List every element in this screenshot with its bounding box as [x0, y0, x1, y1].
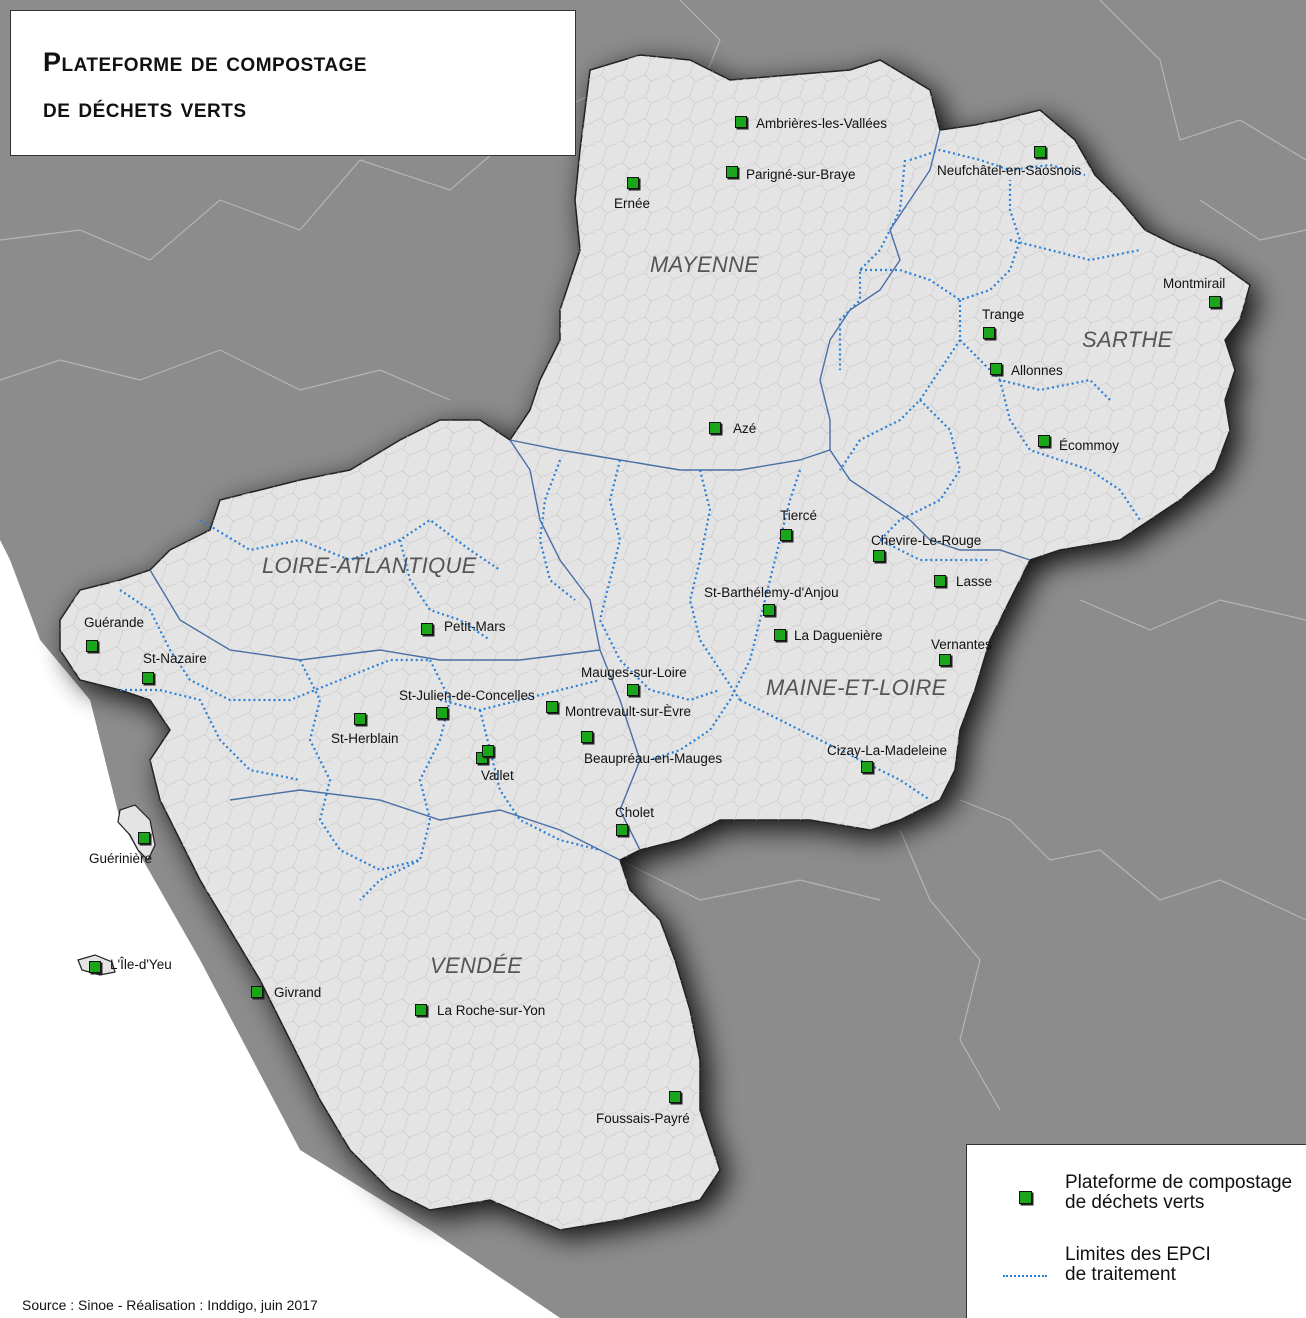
site-label: Écommoy	[1059, 438, 1120, 453]
legend-item-2-line1: Limites des EPCI	[1065, 1244, 1211, 1265]
site-marker[interactable]	[251, 986, 263, 998]
epci-limits	[119, 148, 1141, 901]
site-marker[interactable]	[616, 824, 628, 836]
source-credit: Source : Sinoe - Réalisation : Inddigo, …	[22, 1297, 318, 1313]
site-marker[interactable]	[138, 832, 150, 844]
site-marker[interactable]	[546, 701, 558, 713]
map-title-line1: Plateforme de compostage	[43, 47, 368, 77]
dept-label-mayenne: MAYENNE	[650, 252, 760, 277]
site-marker[interactable]	[873, 550, 885, 562]
site-marker[interactable]	[735, 116, 747, 128]
site-marker[interactable]	[1209, 296, 1221, 308]
site-marker[interactable]	[142, 672, 154, 684]
site-marker[interactable]	[780, 529, 792, 541]
site-marker[interactable]	[482, 745, 494, 757]
site-label: Ambrières-les-Vallées	[756, 116, 888, 131]
site-marker[interactable]	[1038, 435, 1050, 447]
site-label: Mauges-sur-Loire	[581, 665, 687, 680]
site-label: Montrevault-sur-Èvre	[565, 704, 692, 719]
site-label: Trange	[982, 307, 1025, 322]
site-label: Cholet	[615, 805, 655, 820]
site-marker[interactable]	[983, 327, 995, 339]
site-marker[interactable]	[763, 604, 775, 616]
site-label: Guérande	[84, 615, 145, 630]
site-label: Chevire-Le-Rouge	[871, 533, 982, 548]
site-marker[interactable]	[627, 684, 639, 696]
site-label: L'Île-d'Yeu	[110, 957, 172, 972]
site-label: Foussais-Payré	[596, 1111, 690, 1126]
site-marker[interactable]	[581, 731, 593, 743]
site-marker[interactable]	[354, 713, 366, 725]
sea-area	[0, 540, 560, 1318]
site-marker[interactable]	[421, 623, 433, 635]
site-label: La Daguenière	[794, 628, 883, 643]
site-label: Allonnes	[1011, 363, 1063, 378]
site-label: Guérinière	[89, 851, 153, 866]
site-label: St-Herblain	[331, 731, 399, 746]
site-marker[interactable]	[774, 629, 786, 641]
site-label: Cizay-La-Madeleine	[827, 743, 948, 758]
site-label: La Roche-sur-Yon	[437, 1003, 546, 1018]
site-marker[interactable]	[415, 1004, 427, 1016]
site-marker[interactable]	[726, 166, 738, 178]
site-marker[interactable]	[436, 707, 448, 719]
legend-item-2-line2: de traitement	[1065, 1264, 1176, 1285]
site-marker[interactable]	[934, 575, 946, 587]
site-marker[interactable]	[990, 363, 1002, 375]
island-noirmoutier	[117, 804, 156, 862]
site-label: Azé	[733, 421, 757, 436]
dept-label-vendee: VENDÉE	[430, 953, 523, 978]
site-marker[interactable]	[86, 640, 98, 652]
site-label: Givrand	[274, 985, 322, 1000]
legend-box: Plateforme de compostage de déchets vert…	[966, 1144, 1306, 1318]
legend-marker-icon	[1019, 1191, 1032, 1204]
site-label: Neufchâtel-en-Saosnois	[937, 163, 1082, 178]
site-label: Vallet	[481, 768, 514, 783]
site-label: Vernantes	[931, 637, 992, 652]
legend-epci-line-icon	[1003, 1275, 1047, 1277]
site-marker[interactable]	[861, 761, 873, 773]
site-marker[interactable]	[939, 654, 951, 666]
site-label: Tiercé	[780, 508, 818, 523]
site-marker[interactable]	[1034, 146, 1046, 158]
legend-item-1-line2: de déchets verts	[1065, 1192, 1205, 1213]
site-marker[interactable]	[627, 177, 639, 189]
site-label: Lasse	[956, 574, 993, 589]
site-label: St-Barthélemy-d'Anjou	[704, 585, 839, 600]
site-marker[interactable]	[89, 961, 101, 973]
site-label: St-Nazaire	[143, 651, 207, 666]
map-title-line2: de déchets verts	[43, 93, 247, 123]
dept-label-loire-atlantique: LOIRE-ATLANTIQUE	[262, 553, 477, 578]
dept-label-sarthe: SARTHE	[1082, 327, 1173, 352]
site-label: Beaupréau-en-Mauges	[584, 751, 723, 766]
site-label: St-Julien-de-Concelles	[399, 688, 535, 703]
site-label: Ernée	[614, 196, 651, 211]
site-label: Parigné-sur-Braye	[746, 167, 856, 182]
site-marker[interactable]	[709, 422, 721, 434]
site-label: Montmirail	[1163, 276, 1226, 291]
department-borders	[149, 129, 1031, 861]
neighbour-boundaries	[0, 0, 1306, 1111]
map-title-box: Plateforme de compostage de déchets vert…	[10, 10, 576, 156]
site-label: Petit-Mars	[444, 619, 506, 634]
dept-label-maine-et-loire: MAINE-ET-LOIRE	[766, 675, 947, 700]
legend-item-1-line1: Plateforme de compostage	[1065, 1172, 1293, 1193]
site-marker[interactable]	[669, 1091, 681, 1103]
commune-texture	[60, 55, 1250, 1230]
